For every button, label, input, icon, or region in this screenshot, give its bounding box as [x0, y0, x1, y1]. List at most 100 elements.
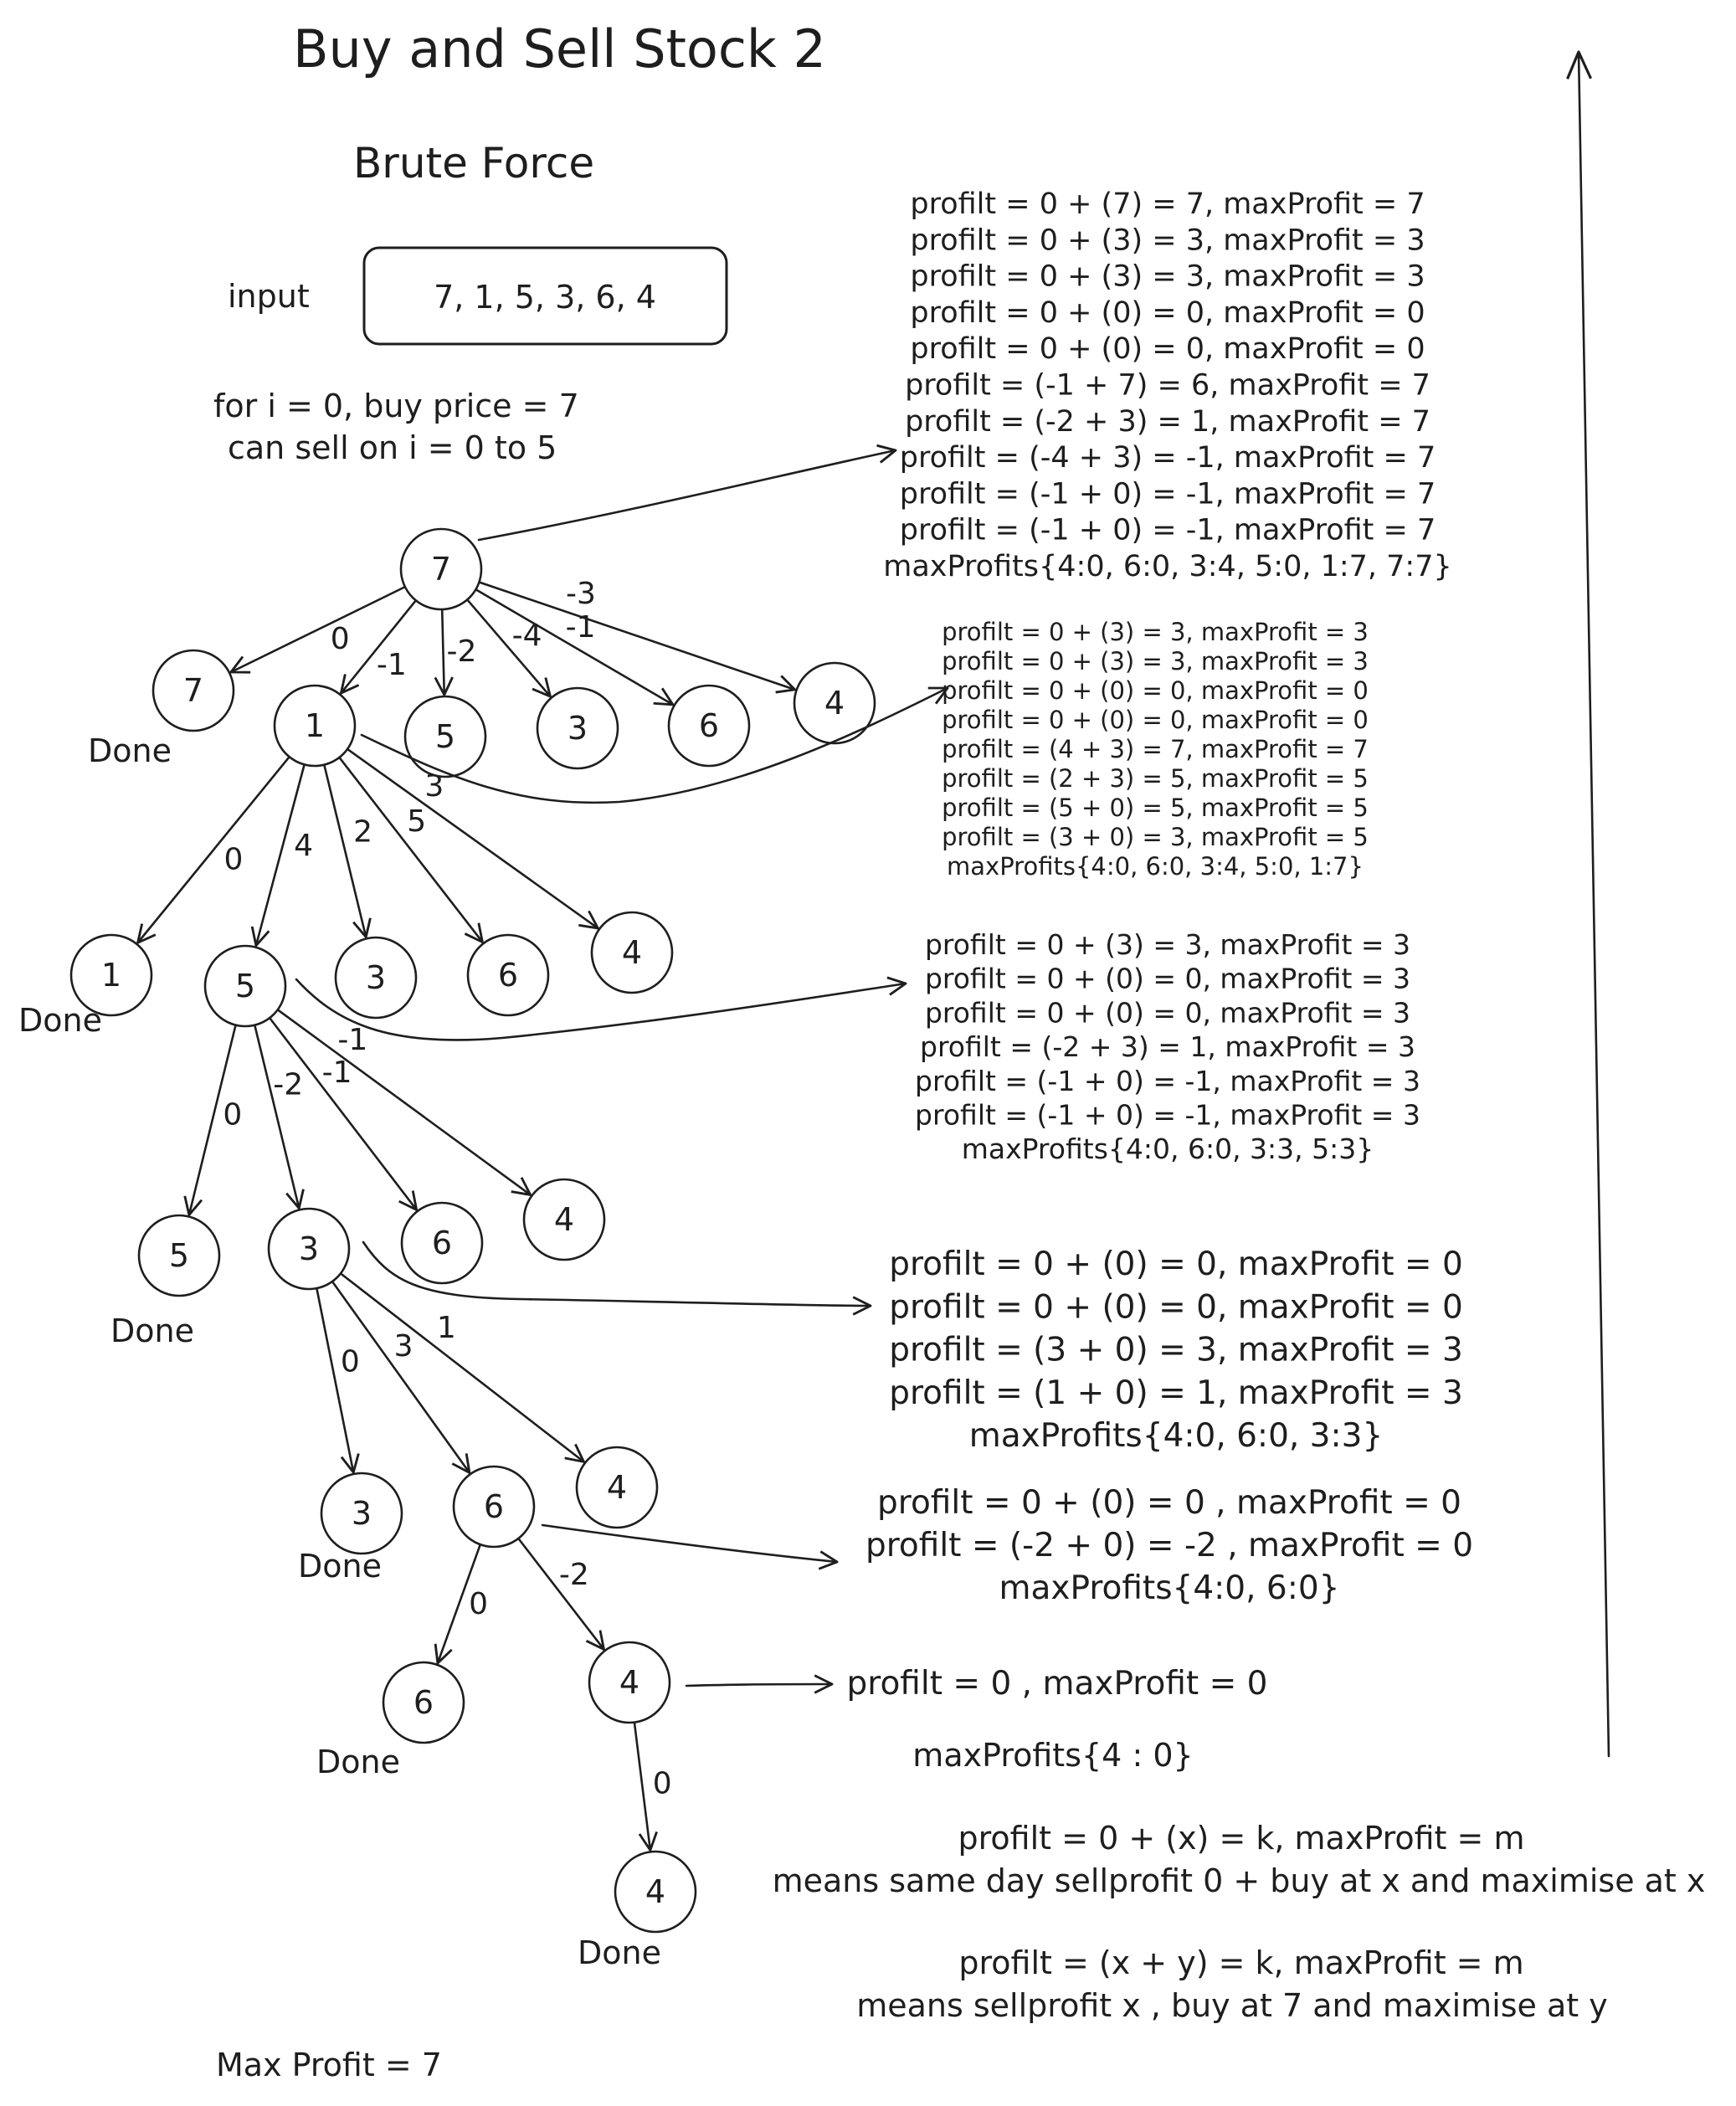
note-line: profilt = (-2 + 0) = -2 , maxProfit = 0 [865, 1527, 1473, 1564]
note-line: profilt = 0 + (0) = 0, maxProfit = 3 [925, 963, 1410, 995]
note-line: profilt = 0 , maxProfit = 0 [847, 1665, 1268, 1703]
page-subtitle: Brute Force [353, 139, 594, 187]
edge-label: -2 [273, 1068, 303, 1102]
notes-block: maxProfits{4 : 0} [912, 1737, 1193, 1774]
note-line: profilt = 0 + (3) = 3, maxProfit = 3 [910, 223, 1425, 257]
edge-label: -2 [447, 634, 477, 669]
node-label: 3 [352, 1495, 372, 1532]
note-line: maxProfits{4:0, 6:0} [999, 1569, 1340, 1607]
input-label: input [228, 278, 310, 315]
intro-line-1: for i = 0, buy price = 7 [213, 388, 579, 424]
note-line: profilt = (-1 + 0) = -1, maxProfit = 3 [915, 1099, 1420, 1132]
node-circle [334, 936, 418, 1020]
node-label: 6 [484, 1488, 504, 1525]
note-line: profilt = (-1 + 0) = -1, maxProfit = 3 [915, 1065, 1420, 1097]
done-label: Done [298, 1548, 382, 1585]
edge-arrow [465, 598, 552, 698]
note-line: maxProfits{4:0, 6:0, 3:3, 5:3} [962, 1133, 1374, 1165]
edge-label: 0 [331, 622, 350, 656]
edge-label: -2 [559, 1558, 589, 1592]
node-circle [466, 933, 550, 1017]
node-label: 3 [568, 710, 588, 747]
node-circle [400, 1201, 484, 1285]
edge-label: 5 [407, 804, 426, 839]
page-title: Buy and Sell Stock 2 [293, 18, 826, 80]
done-label: Done [110, 1312, 194, 1349]
tree-node: 3 [334, 936, 418, 1020]
edge-label: -1 [377, 648, 407, 682]
edge-arrow [250, 763, 306, 948]
notes-block: profilt = 0 + (3) = 3, maxProfit = 3prof… [915, 928, 1420, 1165]
note-line: profilt = 0 + (0) = 0, maxProfit = 0 [889, 1288, 1463, 1326]
node-label: 3 [366, 959, 386, 996]
note-line: profilt = 0 + (0) = 0, maxProfit = 0 [910, 332, 1425, 366]
legend: profilt = 0 + (x) = k, maxProfit = m mea… [773, 1820, 1706, 2024]
connector-arrow [362, 1240, 872, 1316]
node-label: 4 [645, 1873, 665, 1910]
edge-label: 0 [653, 1767, 672, 1801]
note-line: profilt = (3 + 0) = 3, maxProfit = 3 [889, 1332, 1463, 1369]
edge-arrow [183, 1024, 237, 1216]
edge-arrow [475, 588, 675, 706]
note-line: profilt = 0 + (0) = 0 , maxProfit = 0 [877, 1484, 1461, 1522]
note-line: maxProfits{4:0, 6:0, 3:3} [969, 1417, 1384, 1455]
tree-node: 5 [403, 695, 487, 778]
node-circle [575, 1446, 659, 1529]
tree-node: 6 [452, 1465, 536, 1549]
connector-arrow [360, 686, 949, 804]
node-circle [320, 1472, 403, 1555]
note-line: profilt = 0 + (3) = 3, maxProfit = 3 [942, 647, 1369, 675]
node-label: 4 [619, 1664, 639, 1701]
edge-arrow [229, 585, 407, 674]
note-line: profilt = (1 + 0) = 1, maxProfit = 3 [889, 1374, 1463, 1412]
done-label: Done [578, 1934, 661, 1971]
node-circle [403, 695, 487, 778]
edge-arrow [434, 608, 454, 696]
note-line: profilt = (-4 + 3) = -1, maxProfit = 7 [900, 441, 1436, 475]
tree-node: 7 [399, 527, 483, 611]
node-label: 1 [101, 957, 121, 994]
note-line: profilt = 0 + (0) = 0, maxProfit = 3 [925, 996, 1410, 1029]
note-line: profilt = (-1 + 0) = -1, maxProfit = 7 [900, 514, 1436, 547]
node-circle [536, 686, 619, 770]
node-label: 3 [299, 1230, 319, 1267]
intro-line-2: can sell on i = 0 to 5 [228, 429, 557, 466]
note-line: profilt = (-1 + 7) = 6, maxProfit = 7 [905, 369, 1430, 403]
note-line: profilt = (3 + 0) = 3, maxProfit = 5 [942, 823, 1369, 851]
node-label: 6 [413, 1684, 434, 1721]
edge-arrow [268, 1016, 419, 1211]
node-label: 4 [824, 685, 845, 722]
edge-arrow [478, 581, 797, 694]
node-circle [203, 944, 287, 1028]
node-label: 5 [435, 718, 455, 755]
connector-arrow [685, 1674, 834, 1694]
connector-arrow [541, 1523, 839, 1570]
note-line: maxProfits{4:0, 6:0, 3:4, 5:0, 1:7, 7:7} [883, 550, 1452, 583]
note-line: profilt = 0 + (0) = 0, maxProfit = 0 [889, 1246, 1463, 1283]
edge-arrow [276, 1009, 532, 1196]
note-line: maxProfits{4:0, 6:0, 3:4, 5:0, 1:7} [947, 852, 1364, 881]
edge-label: 0 [223, 1097, 242, 1132]
tree-node: 4 [575, 1446, 659, 1529]
node-label: 7 [431, 551, 451, 588]
notes-blocks: profilt = 0 + (7) = 7, maxProfit = 7prof… [847, 187, 1474, 1774]
edge-arrow [331, 1280, 471, 1474]
input-box [362, 246, 728, 346]
done-label: Done [88, 732, 172, 769]
node-label: 4 [607, 1469, 627, 1506]
edge-label: 3 [424, 769, 444, 804]
edge-arrow [434, 1543, 482, 1665]
node-label: 5 [235, 968, 255, 1004]
note-line: profilt = (-2 + 3) = 1, maxProfit = 7 [905, 405, 1430, 439]
edge-label: 0 [223, 843, 243, 877]
tree-node: 6 [382, 1661, 465, 1744]
node-circle [152, 649, 235, 732]
note-connectors [295, 444, 949, 1694]
node-label: 6 [432, 1225, 452, 1261]
connector-arrow [295, 976, 907, 1041]
edge-label: 1 [437, 1311, 456, 1345]
tree-node: 3 [320, 1472, 403, 1555]
legend-line-3: profilt = (x + y) = k, maxProfit = m [958, 1944, 1523, 1981]
